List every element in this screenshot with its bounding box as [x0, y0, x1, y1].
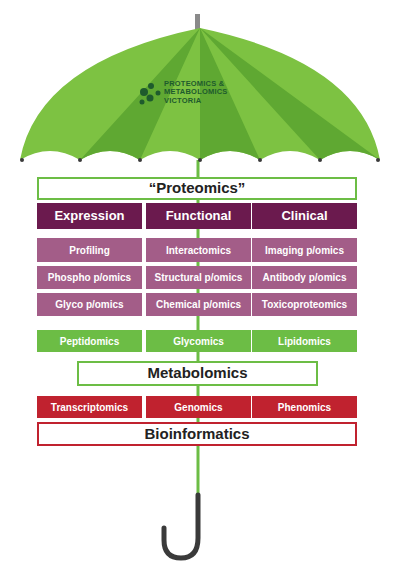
subfield-box: Profiling	[37, 238, 142, 262]
box-label: Profiling	[69, 245, 110, 256]
box-label: Interactomics	[166, 245, 231, 256]
umbrella-canopy: PROTEOMICS & METABOLOMICS VICTORIA	[20, 22, 380, 170]
box-label: Chemical p/omics	[156, 299, 241, 310]
box-label: Phospho p/omics	[48, 272, 131, 283]
field-box: Lipidomics	[252, 330, 357, 352]
box-label: Toxicoproteomics	[262, 299, 347, 310]
category-header-box: Expression	[37, 203, 142, 229]
section-heading-box: Metabolomics	[77, 361, 318, 386]
section-heading-box: “Proteomics”	[37, 177, 357, 200]
box-label: Peptidomics	[60, 336, 119, 347]
box-label: “Proteomics”	[149, 180, 246, 197]
field-box: Phenomics	[252, 396, 357, 418]
rib-tip	[318, 158, 322, 162]
field-box: Genomics	[146, 396, 251, 418]
logo-text: PROTEOMICS & METABOLOMICS VICTORIA	[164, 80, 240, 105]
subfield-box: Interactomics	[146, 238, 251, 262]
logo-dot	[140, 100, 145, 105]
box-label: Metabolomics	[147, 365, 247, 382]
box-label: Structural p/omics	[155, 272, 243, 283]
section-heading-box: Bioinformatics	[37, 422, 357, 446]
rib-tip	[138, 158, 142, 162]
subfield-box: Imaging p/omics	[252, 238, 357, 262]
box-label: Genomics	[174, 402, 222, 413]
rib-tip	[198, 158, 202, 162]
logo-mark	[140, 83, 161, 105]
category-header-box: Clinical	[252, 203, 357, 229]
logo-dot	[147, 95, 154, 102]
umbrella-handle	[164, 495, 198, 558]
box-label: Lipidomics	[278, 336, 331, 347]
category-header-box: Functional	[146, 203, 251, 229]
field-box: Peptidomics	[37, 330, 142, 352]
canopy-fabric	[20, 28, 380, 160]
box-label: Glycomics	[173, 336, 224, 347]
subfield-box: Glyco p/omics	[37, 293, 142, 316]
subfield-box: Toxicoproteomics	[252, 293, 357, 316]
box-label: Antibody p/omics	[263, 272, 347, 283]
rib-tip	[78, 158, 82, 162]
logo-dot	[156, 91, 161, 96]
logo-dot	[148, 83, 154, 89]
box-label: Bioinformatics	[144, 426, 249, 443]
box-label: Expression	[54, 209, 124, 223]
box-label: Clinical	[281, 209, 327, 223]
rib-tip	[20, 158, 24, 162]
subfield-box: Phospho p/omics	[37, 266, 142, 289]
box-label: Functional	[166, 209, 232, 223]
logo-dot	[140, 88, 148, 96]
subfield-box: Structural p/omics	[146, 266, 251, 289]
rib-tip	[376, 158, 380, 162]
box-label: Glyco p/omics	[55, 299, 123, 310]
field-box: Glycomics	[146, 330, 251, 352]
rib-tip	[258, 158, 262, 162]
box-label: Transcriptomics	[51, 402, 128, 413]
box-label: Imaging p/omics	[265, 245, 344, 256]
field-box: Transcriptomics	[37, 396, 142, 418]
box-label: Phenomics	[278, 402, 331, 413]
subfield-box: Chemical p/omics	[146, 293, 251, 316]
subfield-box: Antibody p/omics	[252, 266, 357, 289]
